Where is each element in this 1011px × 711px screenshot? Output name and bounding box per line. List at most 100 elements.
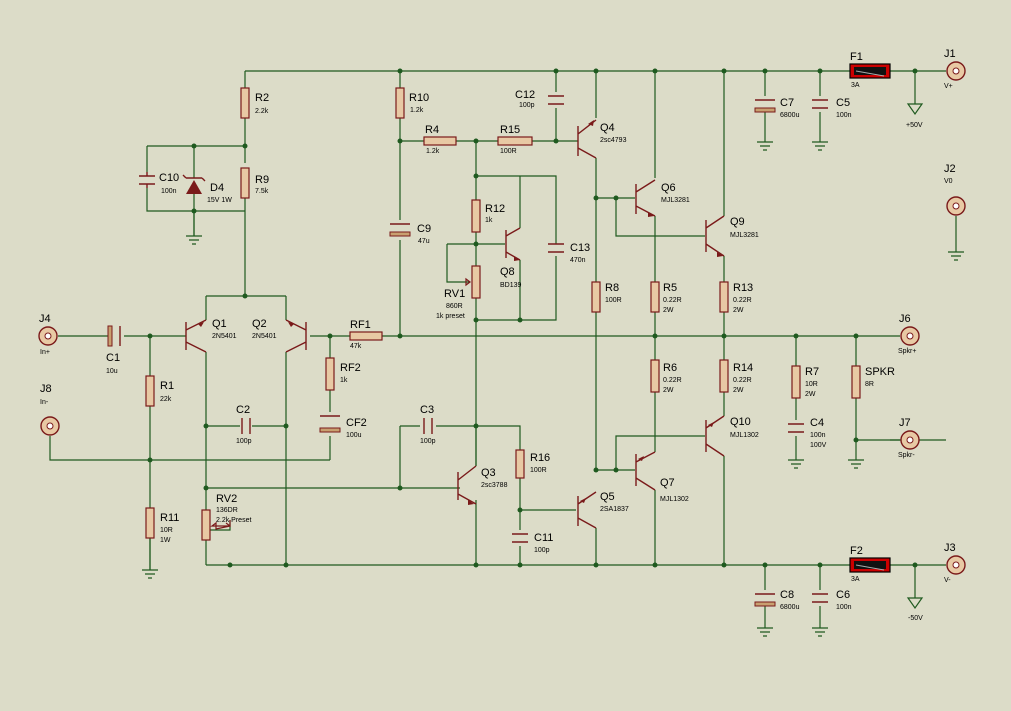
label-j3: J3	[944, 542, 956, 554]
capacitor-c2	[241, 418, 251, 434]
capacitor-c1	[107, 325, 121, 347]
svg-text:100p: 100p	[236, 438, 252, 445]
label-c13: C13	[570, 242, 590, 254]
resistor-r6	[650, 359, 660, 393]
svg-text:100u: 100u	[346, 432, 362, 439]
label-r8: R8	[605, 282, 619, 294]
resistors	[145, 87, 861, 541]
svg-text:MJL3281: MJL3281	[730, 232, 759, 239]
capacitor-cf2	[319, 415, 341, 433]
svg-text:100n: 100n	[836, 604, 852, 611]
label-j2: J2	[944, 163, 956, 175]
label-j8: J8	[40, 383, 52, 395]
terminal-j7	[900, 430, 920, 450]
svg-text:10u: 10u	[106, 368, 118, 375]
label-j7: J7	[899, 417, 911, 429]
label-r6: R6	[663, 362, 677, 374]
svg-text:470n: 470n	[570, 257, 586, 264]
capacitors	[107, 95, 828, 607]
resistor-r14	[719, 359, 729, 393]
label-r14: R14	[733, 362, 753, 374]
svg-text:0.22R: 0.22R	[733, 377, 752, 384]
potentiometer-rv2	[201, 509, 211, 541]
svg-text:100n: 100n	[836, 112, 852, 119]
label-c4: C4	[810, 417, 824, 429]
label-f2: F2	[850, 545, 863, 557]
label-rv2: RV2	[216, 493, 237, 505]
svg-text:100n: 100n	[161, 188, 177, 195]
supply-arrows	[906, 103, 924, 610]
svg-text:2sc3788: 2sc3788	[481, 482, 508, 489]
svg-text:6800u: 6800u	[780, 112, 800, 119]
resistor-rf1	[349, 331, 383, 341]
transistor-q1	[185, 319, 207, 353]
label-r10: R10	[409, 92, 429, 104]
label-q2: Q2	[252, 318, 267, 330]
ground-symbols	[142, 141, 964, 637]
svg-text:In+: In+	[40, 349, 50, 356]
label-r5: R5	[663, 282, 677, 294]
svg-text:100R: 100R	[605, 297, 622, 304]
resistor-r4	[423, 136, 457, 146]
fuses	[849, 63, 891, 573]
svg-text:0.22R: 0.22R	[733, 297, 752, 304]
label-q8: Q8	[500, 266, 515, 278]
svg-text:100R: 100R	[500, 148, 517, 155]
capacitor-c7	[754, 99, 776, 113]
svg-text:0.22R: 0.22R	[663, 377, 682, 384]
svg-text:2SA1837: 2SA1837	[600, 506, 629, 513]
label-q7: Q7	[660, 477, 675, 489]
svg-text:1.2k: 1.2k	[410, 107, 424, 114]
resistor-rf2	[325, 357, 335, 391]
svg-text:10R: 10R	[160, 527, 173, 534]
resistor-r11	[145, 507, 155, 539]
label-c3: C3	[420, 404, 434, 416]
svg-text:BD139: BD139	[500, 282, 522, 289]
svg-text:22k: 22k	[160, 396, 172, 403]
label-q10: Q10	[730, 416, 751, 428]
terminal-j2	[946, 196, 966, 216]
label-r4: R4	[425, 124, 439, 136]
label-r1: R1	[160, 380, 174, 392]
capacitor-c11	[512, 533, 528, 543]
transistor-q2	[285, 319, 307, 353]
svg-text:1k: 1k	[340, 377, 348, 384]
label-q4: Q4	[600, 122, 615, 134]
label-r12: R12	[485, 203, 505, 215]
svg-text:8R: 8R	[865, 381, 874, 388]
terminal-j4	[38, 326, 58, 346]
label-q1: Q1	[212, 318, 227, 330]
transistor-q7	[635, 451, 656, 491]
label-q6: Q6	[661, 182, 676, 194]
svg-text:MJL1302: MJL1302	[730, 432, 759, 439]
svg-text:2W: 2W	[663, 307, 674, 314]
capacitor-c6	[812, 593, 828, 603]
resistor-r13	[719, 281, 729, 313]
svg-text:2W: 2W	[805, 391, 816, 398]
svg-text:100n: 100n	[810, 432, 826, 439]
component-labels: R2 2.2k R9 7.5k C10 100n D4 15V 1W R10 1…	[39, 48, 956, 622]
svg-text:2.2k Preset: 2.2k Preset	[216, 517, 251, 524]
svg-text:100p: 100p	[420, 438, 436, 445]
label-rf2: RF2	[340, 362, 361, 374]
label-cf2: CF2	[346, 417, 367, 429]
svg-text:2.2k: 2.2k	[255, 108, 269, 115]
svg-text:Spkr-: Spkr-	[898, 452, 915, 459]
svg-text:1.2k: 1.2k	[426, 148, 440, 155]
label-j1: J1	[944, 48, 956, 60]
svg-text:MJL1302: MJL1302	[660, 496, 689, 503]
svg-text:860R: 860R	[446, 303, 463, 310]
terminals	[38, 61, 966, 575]
label-r15: R15	[500, 124, 520, 136]
label-j4: J4	[39, 313, 51, 325]
transistor-q3	[457, 465, 477, 505]
resistor-spkr	[851, 365, 861, 399]
capacitor-c3	[423, 418, 433, 434]
transistor-q6	[635, 179, 656, 217]
transistor-q5	[577, 491, 597, 529]
svg-text:6800u: 6800u	[780, 604, 800, 611]
svg-text:2N5401: 2N5401	[252, 333, 277, 340]
label-c6: C6	[836, 589, 850, 601]
fuse-f2	[849, 557, 891, 573]
